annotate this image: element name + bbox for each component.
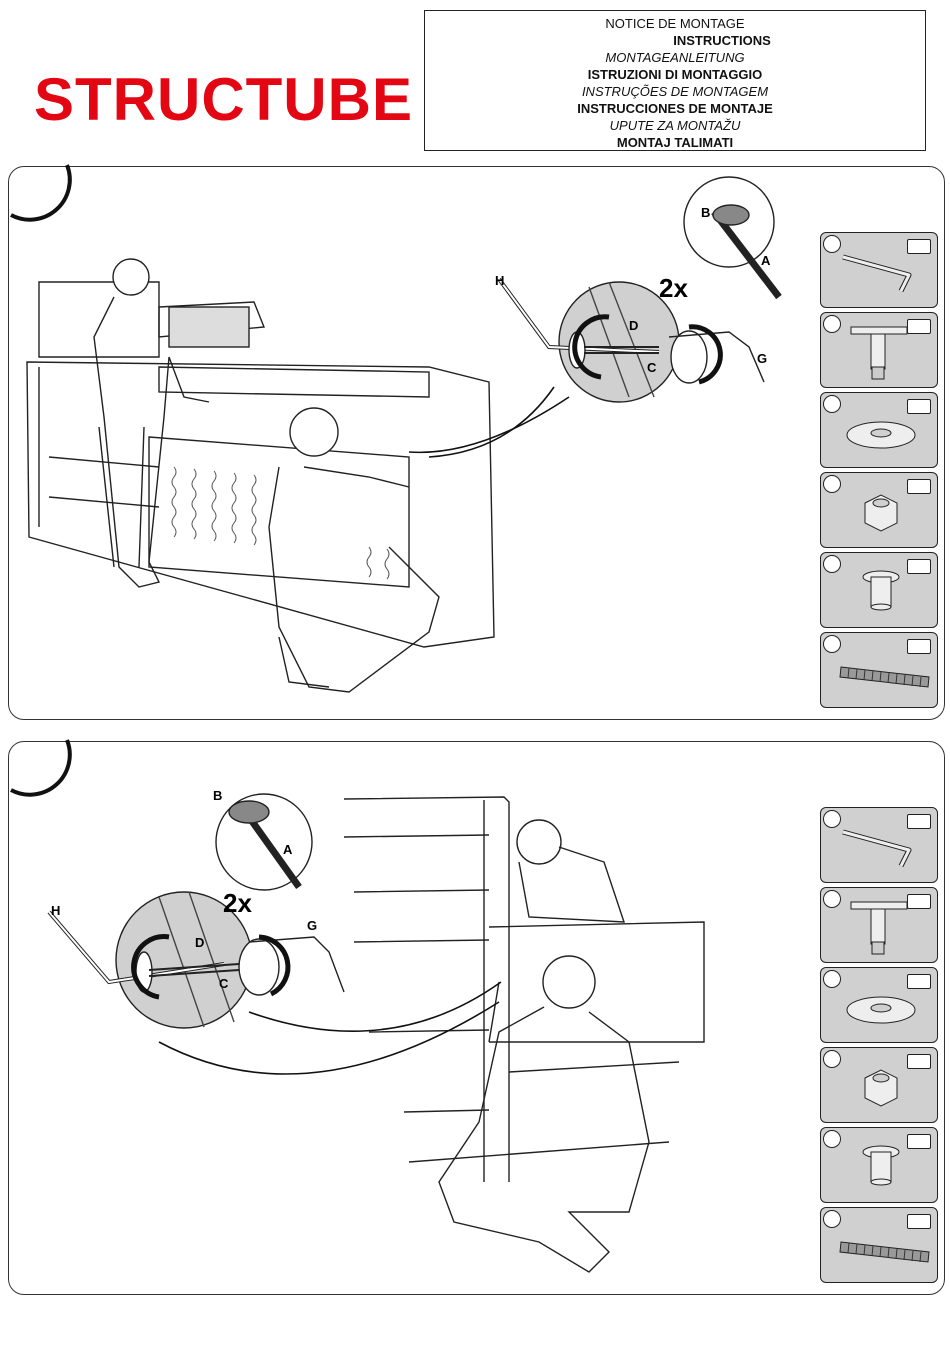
threaded-rod-icon bbox=[821, 633, 939, 709]
label-b: B bbox=[213, 788, 222, 803]
nut-icon bbox=[821, 1048, 939, 1124]
part-allen-key bbox=[820, 807, 938, 883]
step-panel-1: H B A D C G 2x bbox=[8, 166, 945, 720]
label-g: G bbox=[307, 918, 317, 933]
label-d: D bbox=[629, 318, 638, 333]
brand-logo: STRUCTUBE bbox=[34, 70, 413, 130]
label-a: A bbox=[283, 842, 293, 857]
step-panel-2: H B A D C G 2x bbox=[8, 741, 945, 1295]
part-allen-key bbox=[820, 232, 938, 308]
allen-key-icon bbox=[821, 233, 939, 309]
part-barrel-nut bbox=[820, 552, 938, 628]
label-h: H bbox=[495, 273, 504, 288]
title-hr: UPUTE ZA MONTAŽU bbox=[610, 117, 741, 134]
part-nut bbox=[820, 472, 938, 548]
title-fr: NOTICE DE MONTAGE bbox=[605, 15, 744, 32]
title-es: INSTRUCCIONES DE MONTAJE bbox=[577, 100, 773, 117]
multilingual-title-box: NOTICE DE MONTAGE INSTRUCTIONS MONTAGEAN… bbox=[424, 10, 926, 151]
multiplier-label: 2x bbox=[223, 888, 252, 918]
part-nut bbox=[820, 1047, 938, 1123]
nut-icon bbox=[821, 473, 939, 549]
label-h: H bbox=[51, 903, 60, 918]
title-it: ISTRUZIONI DI MONTAGGIO bbox=[588, 66, 763, 83]
part-threaded-rod bbox=[820, 632, 938, 708]
part-washer bbox=[820, 967, 938, 1043]
part-threaded-rod bbox=[820, 1207, 938, 1283]
title-en: INSTRUCTIONS bbox=[579, 32, 771, 49]
assembly-illustration-2: H B A D C G 2x bbox=[9, 742, 809, 1296]
parts-list-2 bbox=[820, 807, 940, 1287]
allen-key-icon bbox=[821, 808, 939, 884]
label-g: G bbox=[757, 351, 767, 366]
assembly-illustration-1: H B A D C G 2x bbox=[9, 167, 809, 721]
threaded-rod-icon bbox=[821, 1208, 939, 1284]
washer-icon bbox=[821, 393, 939, 469]
part-barrel-nut bbox=[820, 1127, 938, 1203]
part-t-wrench bbox=[820, 312, 938, 388]
barrel-nut-icon bbox=[821, 1128, 939, 1204]
part-washer bbox=[820, 392, 938, 468]
label-c: C bbox=[219, 976, 229, 991]
t-wrench-icon bbox=[821, 313, 939, 389]
multiplier-label: 2x bbox=[659, 273, 688, 303]
label-c: C bbox=[647, 360, 657, 375]
part-t-wrench bbox=[820, 887, 938, 963]
label-b: B bbox=[701, 205, 710, 220]
title-de: MONTAGEANLEITUNG bbox=[605, 49, 744, 66]
parts-list-1 bbox=[820, 232, 940, 712]
title-tr: MONTAJ TALIMATI bbox=[617, 134, 733, 151]
label-a: A bbox=[761, 253, 771, 268]
label-d: D bbox=[195, 935, 204, 950]
barrel-nut-icon bbox=[821, 553, 939, 629]
title-pt: INSTRUÇÕES DE MONTAGEM bbox=[582, 83, 768, 100]
t-wrench-icon bbox=[821, 888, 939, 964]
washer-icon bbox=[821, 968, 939, 1044]
